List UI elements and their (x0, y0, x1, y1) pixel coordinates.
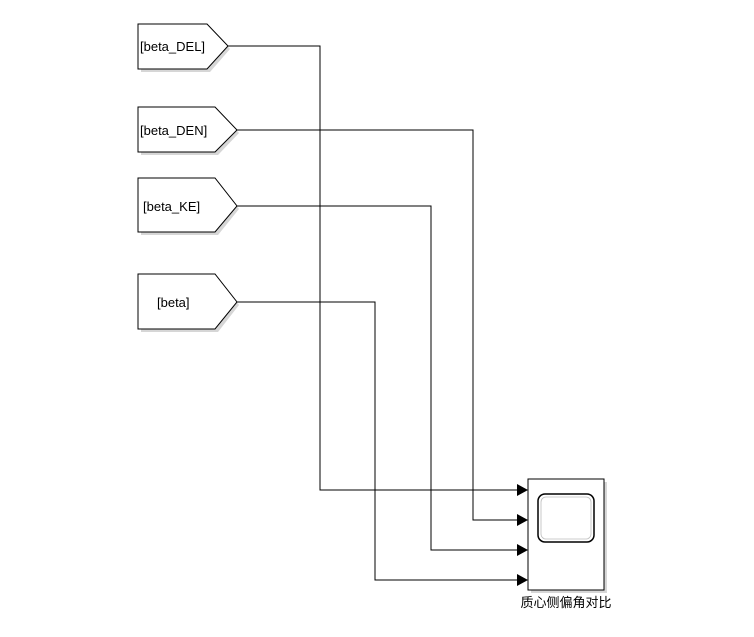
from-block-beta-label: [beta] (157, 295, 190, 310)
scope-input-arrows (517, 484, 528, 586)
from-block-beta-den-label: [beta_DEN] (140, 123, 207, 138)
from-block-beta-ke[interactable]: [beta_KE] (137, 177, 239, 235)
signal-line-beta[interactable] (237, 301, 519, 581)
from-block-beta-ke-label: [beta_KE] (143, 199, 200, 214)
scope-screen-inner (540, 496, 592, 540)
scope-input-arrow-1 (517, 484, 528, 496)
scope-input-arrow-2 (517, 514, 528, 526)
scope-block-label: 质心侧偏角对比 (520, 596, 611, 611)
from-block-beta[interactable]: [beta] (137, 273, 239, 332)
from-block-beta-den[interactable]: [beta_DEN] (137, 106, 239, 155)
scope-input-arrow-4 (517, 574, 528, 586)
scope-block[interactable] (527, 478, 607, 593)
from-block-beta-del[interactable]: [beta_DEL] (137, 23, 230, 72)
signal-lines (228, 45, 519, 581)
signal-line-beta-ke[interactable] (237, 205, 519, 551)
scope-screen-icon (537, 493, 595, 543)
signal-line-beta-den[interactable] (237, 129, 519, 521)
signal-line-beta-del[interactable] (228, 45, 519, 491)
from-block-beta-del-label: [beta_DEL] (140, 39, 205, 54)
scope-input-arrow-3 (517, 544, 528, 556)
